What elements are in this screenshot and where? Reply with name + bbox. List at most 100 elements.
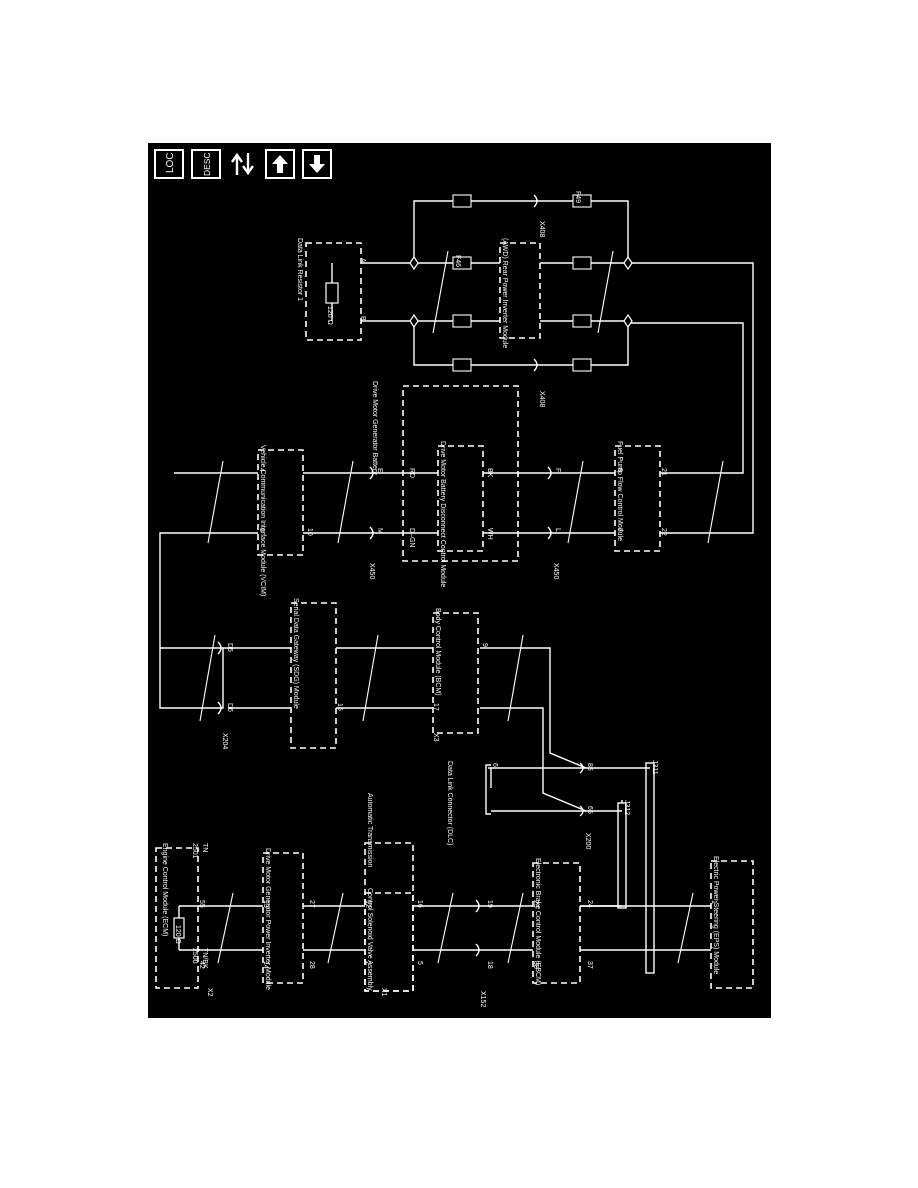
fuse-icon — [452, 194, 472, 208]
dlr-resistor-icon — [325, 282, 339, 304]
fppcm-box — [614, 445, 661, 552]
vcim-box — [257, 449, 304, 556]
sdgm-box — [290, 602, 337, 749]
pin-label: 5 — [416, 961, 423, 965]
connector-x450: X450 — [552, 563, 559, 579]
pin-label: 42 — [198, 961, 205, 969]
connector-label: X2 — [206, 988, 213, 997]
bcm-label: Body Control Module (BCM) — [434, 608, 441, 696]
dmgpim-label: Drive Motor Generator Power Inverter Mod… — [264, 848, 271, 990]
fuse-label: F49 — [574, 191, 581, 203]
up-button[interactable] — [265, 149, 295, 179]
pin-label: 28 — [308, 961, 315, 969]
fppcm-label: Fuel Pump Flow Control Module — [616, 441, 623, 541]
csv-label: Control Solenoid Valve Assembly — [366, 888, 373, 991]
connector-x204: X204 — [221, 733, 228, 749]
pin-label: 3 — [258, 528, 265, 532]
pin-label: 2 — [364, 961, 371, 965]
eps-label: Electric Power Steering (EPS) Module — [712, 856, 719, 974]
pin-label: M — [376, 528, 383, 534]
wire-color: RD — [408, 468, 415, 478]
pin-label: 19 — [486, 900, 493, 908]
ebcm-label: Electronic Brake Control Module (EBCM) — [534, 858, 541, 985]
desc-icon: DESC — [202, 152, 212, 176]
pin-label: 16 — [416, 900, 423, 908]
loc-icon: LOC — [165, 152, 176, 173]
fuse-icon — [452, 314, 472, 328]
splice-j311: J311 — [651, 760, 658, 775]
pin-label: 27 — [308, 900, 315, 908]
pin-label: 7 — [616, 528, 623, 532]
pin-label: 23 — [532, 900, 539, 908]
pin-label: 8 — [616, 468, 623, 472]
dmbdcm-box — [437, 445, 484, 552]
circuit-label: 2500 — [191, 948, 198, 964]
pin-label: 18 — [486, 961, 493, 969]
fuse-icon — [452, 358, 472, 372]
circuit-label: 2501 — [191, 843, 198, 859]
pin-label: L — [554, 528, 561, 532]
swap-arrows-icon — [231, 152, 254, 176]
wire-color: D–GN — [408, 528, 415, 547]
desc-button[interactable]: DESC — [191, 149, 221, 179]
pin-label: 85 — [586, 763, 593, 771]
ecm-resistor-icon — [173, 917, 185, 939]
j312-splice — [617, 802, 627, 909]
fuse-icon — [572, 314, 592, 328]
down-button[interactable] — [302, 149, 332, 179]
bcm-box — [432, 612, 479, 734]
fuse-icon — [572, 358, 592, 372]
desc-label: DESC — [202, 152, 212, 176]
pin-label: A — [359, 258, 366, 263]
toolbar: LOC DESC — [154, 149, 332, 179]
pin-label: 38 — [532, 961, 539, 969]
sdgm-label: Serial Data Gateway (SDG) Module — [292, 598, 299, 709]
wire-color: WH — [486, 528, 493, 540]
fuse-label: F46 — [454, 255, 461, 267]
j311-splice — [645, 762, 655, 974]
pin-label: 55 — [198, 900, 205, 908]
pin-label: 24 — [586, 900, 593, 908]
pin-label: 6 — [491, 763, 498, 767]
splice-j312: J312 — [623, 800, 630, 815]
arrow-down-icon — [309, 155, 325, 173]
connector-x200: X200 — [584, 833, 591, 849]
dmgb-label: Drive Motor Generator Battery — [371, 381, 378, 475]
connector-x450: X450 — [368, 563, 375, 579]
dmbdcm-label: Drive Motor Battery Disconnect Control M… — [439, 441, 446, 587]
pin-label: F — [554, 468, 561, 472]
arrow-up-icon — [272, 155, 288, 173]
fuse-icon — [452, 256, 472, 270]
ecm-label: Engine Control Module (ECM) — [161, 843, 168, 936]
pin-label: 10 — [306, 528, 313, 536]
vcim-label: Vehicle Communication Interface Module (… — [259, 445, 266, 596]
pin-label: E — [376, 468, 383, 473]
dlr-box — [305, 242, 362, 341]
connector-label: X3 — [432, 733, 439, 742]
swap-button[interactable] — [228, 149, 258, 179]
connector-x408: X408 — [538, 221, 545, 237]
ecm-box — [155, 847, 199, 989]
dmgpim-box — [262, 852, 304, 984]
pin-label: 12 — [364, 900, 371, 908]
pin-label: 65 — [586, 806, 593, 814]
diagram-panel: LOC DESC — [148, 143, 771, 1018]
pin-label: 22 — [660, 528, 667, 536]
pin-label: 1 — [710, 900, 717, 904]
csv-box — [364, 892, 414, 992]
pin-label: 15 — [336, 703, 343, 711]
pin-label: 14 — [262, 961, 269, 969]
wire-color: TN/BK — [201, 948, 208, 969]
wiring-diagram: Engine Control Module (ECM) Drive Motor G… — [155, 191, 754, 1007]
pin-label: 13 — [262, 900, 269, 908]
resistor-value: 120 Ω — [174, 925, 181, 944]
wire-color: BK — [486, 468, 493, 478]
pin-label: D5 — [226, 643, 233, 652]
pin-label: 17 — [432, 703, 439, 711]
loc-button[interactable]: LOC — [154, 149, 184, 179]
fuse-icon — [572, 194, 592, 208]
connector-label: X1 — [380, 988, 387, 997]
resistor-value: 120 Ω — [326, 306, 333, 325]
dlc-label: Data Link Connector (DLC) — [446, 761, 453, 845]
eps-box — [710, 860, 754, 989]
